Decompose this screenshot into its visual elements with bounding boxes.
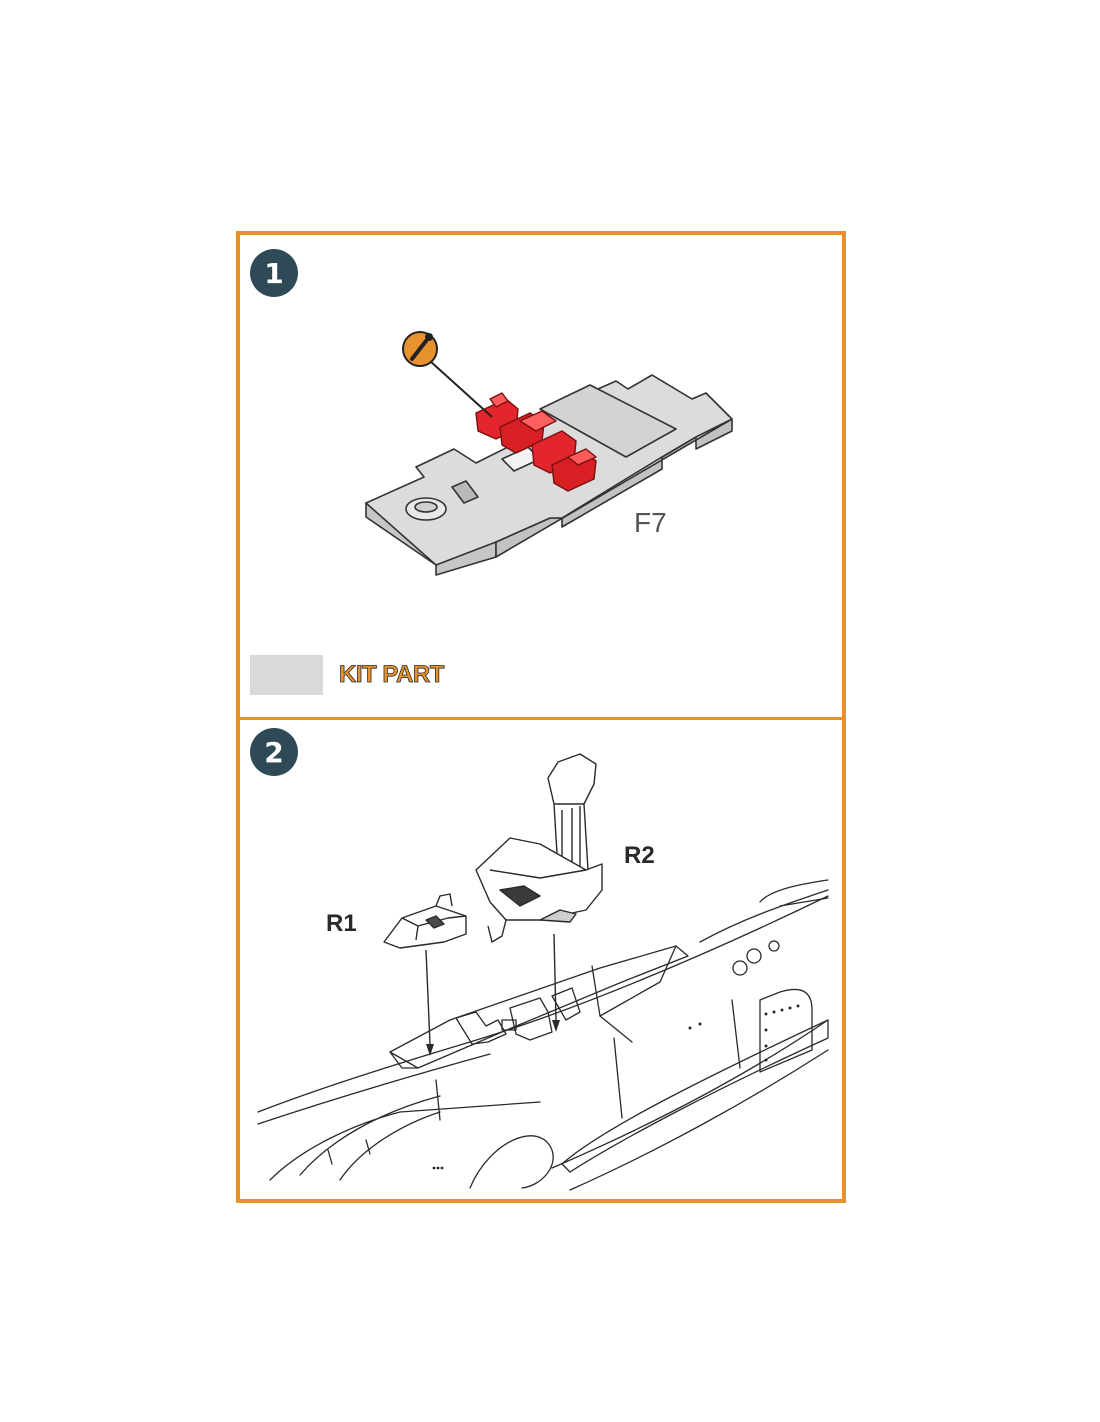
step-1-number: 1 — [264, 256, 284, 290]
kit-part-legend: KIT PART — [250, 655, 445, 695]
step-2-number: 2 — [264, 735, 284, 769]
part-label-f7: F7 — [634, 507, 667, 538]
kit-part-label: KIT PART — [339, 661, 445, 689]
instruction-frame: 1 — [236, 231, 846, 1203]
seat-base-drawing — [365, 331, 733, 576]
part-label-r1: R1 — [326, 910, 357, 937]
step-1-panel: 1 — [240, 235, 842, 717]
part-label-r2: R2 — [624, 842, 655, 869]
step-1-badge: 1 — [250, 249, 298, 297]
paintbrush-icon — [402, 331, 438, 367]
cockpit-assembly-drawing — [257, 753, 829, 1191]
kit-part-swatch — [250, 655, 323, 695]
step-2-badge: 2 — [250, 728, 298, 776]
step-2-panel: 2 — [240, 720, 842, 1199]
panel-divider — [240, 717, 842, 720]
